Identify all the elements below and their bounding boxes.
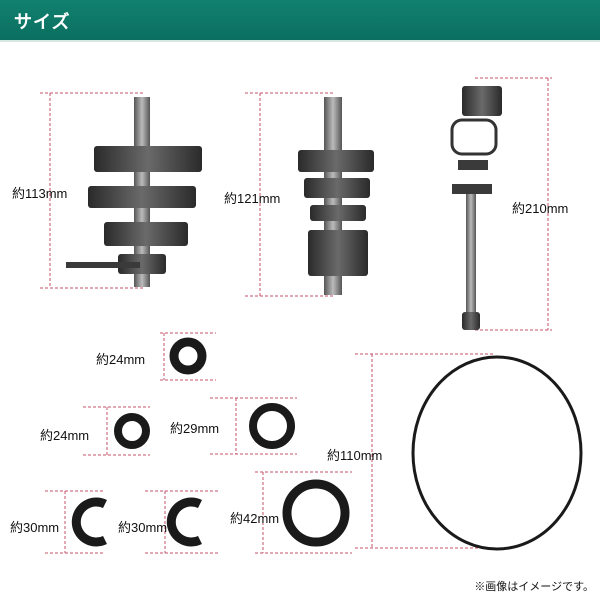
kick-shaft-210 bbox=[450, 86, 502, 330]
seal-rings bbox=[71, 337, 583, 551]
dimension-label-113: 約113mm bbox=[12, 186, 68, 201]
dimension-label-29: 約29mm bbox=[170, 421, 220, 436]
dimension-label-42: 約42mm bbox=[230, 511, 280, 526]
dimension-label-24-top: 約24mm bbox=[96, 352, 146, 367]
image-disclaimer: ※画像はイメージです。 bbox=[474, 581, 594, 593]
section-header: サイズ bbox=[0, 0, 600, 40]
section-title: サイズ bbox=[14, 12, 71, 33]
dimension-lines bbox=[40, 77, 552, 554]
dimension-label-210: 約210mm bbox=[512, 201, 569, 216]
dimension-label-110: 約110mm bbox=[327, 448, 383, 463]
dimension-label-30-left: 約30mm bbox=[10, 520, 60, 535]
dimension-label-121: 約121mm bbox=[224, 191, 281, 206]
dimension-label-24-mid: 約24mm bbox=[40, 428, 90, 443]
gear-shaft-121 bbox=[298, 97, 374, 295]
dimension-label-30-right: 約30mm bbox=[118, 520, 168, 535]
header-underline bbox=[0, 40, 600, 42]
gear-shaft-113 bbox=[66, 97, 202, 287]
